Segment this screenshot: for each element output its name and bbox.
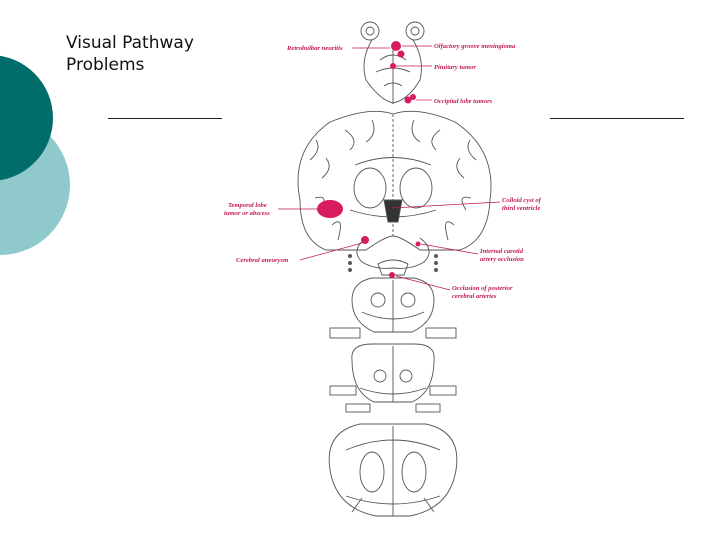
label-olfactory-groove-meningioma: Olfactory groove meningioma — [434, 43, 516, 50]
teal-dark-circle — [0, 55, 53, 181]
brainstem-section-upper — [329, 277, 457, 339]
label-pituitary-tumor: Pituitary tumor — [434, 64, 476, 71]
brainstem-section-lower — [328, 423, 458, 517]
coronal-brain-section — [297, 110, 492, 251]
title-rule-left — [108, 118, 222, 119]
leader-lines — [278, 45, 501, 291]
chiasm-region — [348, 237, 438, 276]
brainstem-section-middle — [329, 343, 457, 413]
slide-decoration — [0, 55, 70, 255]
label-internal-carotid-line2: artery occlusion — [480, 256, 524, 263]
label-retrobulbar-neuritis: Retrobulbar neuritis — [286, 45, 343, 52]
title-rule-right — [550, 118, 684, 119]
label-colloid-cyst-line1: Colloid cyst of — [502, 197, 542, 204]
label-temporal-lobe-line2: tumor or abscess — [224, 210, 270, 217]
label-internal-carotid-line1: Internal carotid — [479, 248, 524, 255]
eyes-chiasm-illustration — [360, 21, 425, 104]
label-occipital-lobe-tumors: Occipital lobe tumors — [434, 98, 493, 105]
label-temporal-lobe-line1: Temporal lobe — [228, 202, 267, 209]
label-cerebral-aneurysm: Cerebral aneurysm — [236, 257, 288, 264]
lesion-markers — [317, 41, 421, 278]
slide-title: Visual Pathway Problems — [66, 33, 194, 75]
label-posterior-cerebral-line1: Occlusion of posterior — [452, 285, 513, 292]
label-posterior-cerebral-line2: cerebral arteries — [452, 293, 497, 300]
label-colloid-cyst-line2: third ventricle — [502, 205, 540, 212]
